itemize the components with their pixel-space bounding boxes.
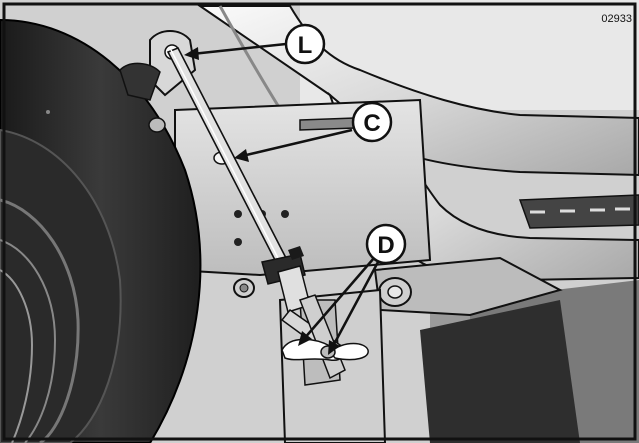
wheel-rim	[0, 128, 122, 443]
lower-dark-housing	[420, 300, 580, 443]
svg-text:C: C	[363, 110, 380, 137]
hairpin-cotter-pin	[281, 338, 369, 361]
callout-arrows	[184, 42, 380, 355]
callout-D: D	[365, 223, 407, 265]
adjustment-slot	[299, 117, 361, 131]
figure-number: 02933	[601, 13, 632, 25]
svg-text:L: L	[298, 32, 313, 59]
callout-L: L	[284, 23, 326, 65]
callout-C: C	[351, 101, 393, 143]
svg-text:D: D	[377, 232, 394, 259]
